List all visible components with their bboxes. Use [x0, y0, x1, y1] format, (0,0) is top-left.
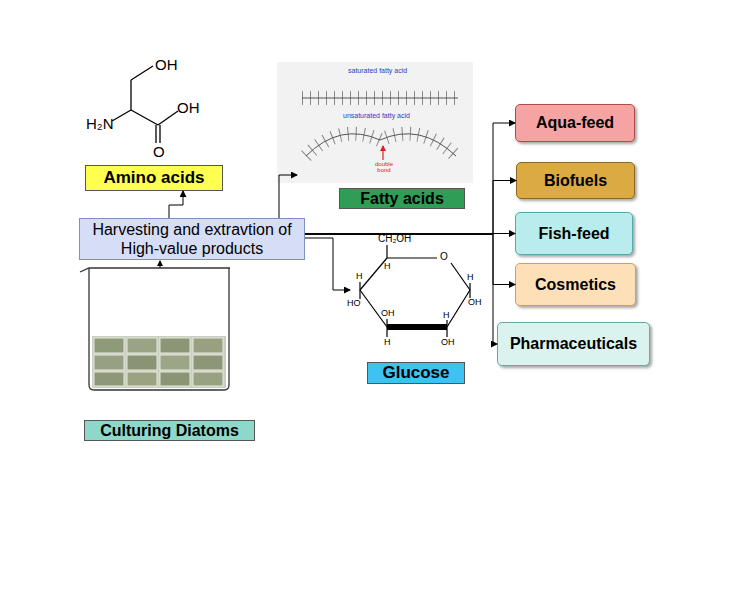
bond: [131, 66, 153, 80]
node-text: Pharmaceuticals: [507, 334, 640, 353]
double-bond-pointer: [382, 146, 383, 160]
atom-label: CH₂OH: [378, 234, 411, 244]
bond: [387, 257, 437, 258]
picture-caption: unsaturated fatty acid: [343, 112, 410, 119]
atom-label: OH: [441, 338, 455, 347]
product-label: Fatty acids: [339, 188, 465, 209]
bond: [386, 327, 387, 337]
diatom-cell: [127, 355, 157, 370]
atom-label: HO: [347, 299, 361, 308]
atom-label: OH: [155, 57, 178, 72]
bond: [469, 283, 470, 290]
product-group: Glucose: [350, 232, 480, 384]
atom-label: OH: [468, 298, 482, 307]
process-box: Harvesting and extravtion of High-value …: [79, 218, 305, 260]
application-box: Fish-feed: [515, 212, 633, 255]
node-text: Culturing Diatoms: [97, 421, 242, 440]
application-box: Aqua-feed: [515, 104, 635, 142]
atom-label: H: [443, 311, 450, 320]
picture-background: [277, 62, 473, 183]
diatom-culture: [92, 336, 226, 388]
hydrogen-ticks: [302, 91, 458, 105]
fatty-acid-picture: [277, 62, 473, 183]
product-group: Fatty acids: [297, 62, 473, 209]
node-text: Harvesting and extravtion of High-value …: [80, 220, 304, 258]
picture-caption: double bond: [371, 161, 397, 173]
flow-arrow: [305, 181, 516, 235]
bond: [446, 327, 447, 337]
diatom-cell: [193, 355, 223, 370]
carbon-chain: [306, 134, 456, 156]
bond: [469, 290, 470, 298]
bond: [447, 290, 470, 327]
bold-bond: [387, 324, 447, 330]
bond: [359, 282, 360, 290]
flow-arrow: [169, 191, 183, 218]
hydrogen-ticks: [306, 134, 456, 156]
atom-label: H₂N: [86, 116, 114, 131]
atom-label: H: [467, 273, 474, 282]
atom-label: OH: [177, 100, 200, 115]
beaker: [80, 261, 230, 390]
diatom-cell: [94, 338, 124, 353]
flow-arrow: [279, 175, 297, 218]
diatom-cell: [160, 355, 190, 370]
application-box: Cosmetics: [515, 263, 636, 306]
diatom-cell: [160, 372, 190, 386]
diatom-cell: [127, 372, 157, 386]
glucose-ring: [360, 245, 470, 337]
atom-label: H: [356, 272, 363, 281]
diatom-cell: [127, 338, 157, 353]
flow-arrow: [305, 238, 350, 290]
bond: [112, 110, 131, 121]
atom-label: O: [440, 252, 448, 262]
atom-label: O: [153, 144, 165, 159]
culture-fill: [92, 336, 226, 388]
bond: [130, 80, 131, 110]
node-text: Biofuels: [541, 171, 610, 190]
bond: [155, 125, 156, 143]
product-box: Amino acids: [85, 165, 223, 191]
application-box: Pharmaceuticals: [497, 322, 650, 366]
carbon-chain: [302, 98, 458, 99]
node-text: Cosmetics: [532, 275, 619, 294]
diatom-cell: [193, 338, 223, 353]
node-text: Aqua-feed: [533, 113, 617, 132]
leader-arrow: [160, 261, 161, 268]
flow-arrow: [305, 234, 497, 344]
diatom-cell: [160, 338, 190, 353]
stage-label-box: Culturing Diatoms: [84, 420, 255, 441]
diatom-cell: [94, 372, 124, 386]
amino-acid-structure: [112, 66, 178, 143]
picture-caption: saturated fatty acid: [348, 67, 407, 74]
bond: [359, 290, 360, 299]
beaker-outline: [80, 268, 230, 390]
atom-label: OH: [381, 309, 395, 318]
flow-arrow: [305, 234, 515, 285]
diatom-cell: [193, 372, 223, 386]
bond: [360, 258, 387, 290]
product-label: Glucose: [367, 362, 465, 384]
bond: [159, 125, 160, 143]
bond: [158, 111, 178, 125]
bond: [131, 110, 158, 125]
application-box: Biofuels: [516, 162, 635, 199]
atom-label: H: [384, 262, 391, 271]
bond: [386, 319, 387, 327]
node-text: Amino acids: [100, 168, 207, 188]
diatom-cell: [94, 355, 124, 370]
bond: [446, 320, 447, 327]
node-text: Fish-feed: [535, 224, 612, 243]
atom-label: H: [384, 338, 391, 347]
flow-arrow: [305, 123, 515, 234]
bond: [386, 245, 387, 258]
